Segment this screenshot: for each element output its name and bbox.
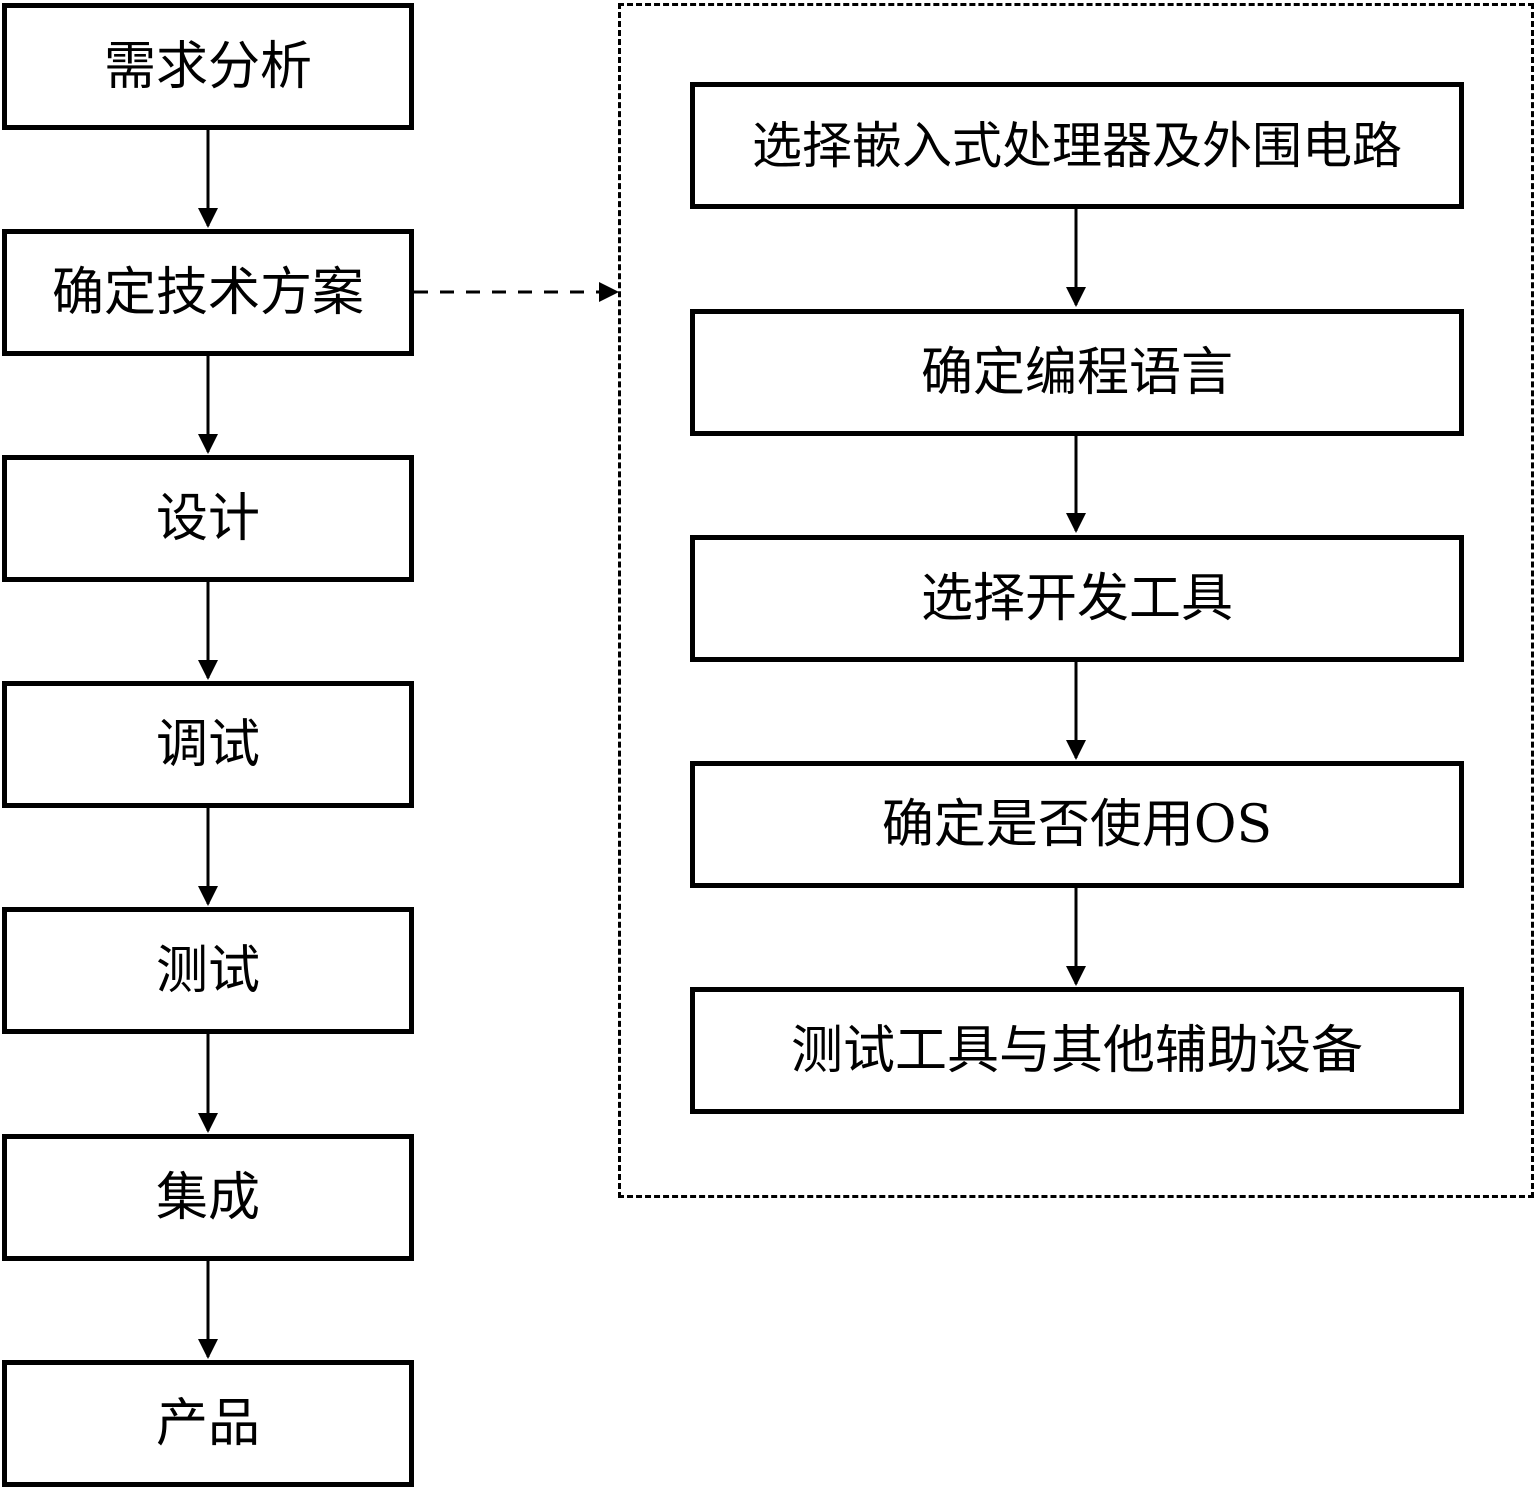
detail-step-os-decision: 确定是否使用OS: [690, 761, 1464, 888]
flow-step-label: 设计: [155, 488, 260, 549]
flow-step-label: 需求分析: [103, 36, 312, 97]
flow-step-design: 设计: [2, 455, 414, 582]
flow-step-label: 确定技术方案: [51, 262, 364, 323]
detail-step-label: 选择嵌入式处理器及外围电路: [752, 116, 1402, 175]
detail-step-development-tools: 选择开发工具: [690, 535, 1464, 662]
flow-step-label: 集成: [155, 1167, 260, 1228]
detail-step-label: 测试工具与其他辅助设备: [790, 1020, 1363, 1081]
detail-step-processor-selection: 选择嵌入式处理器及外围电路: [690, 82, 1464, 209]
flow-step-label: 测试: [155, 940, 260, 1001]
technical-scheme-details-frame: [618, 3, 1534, 1198]
detail-step-test-equipment: 测试工具与其他辅助设备: [690, 987, 1464, 1114]
flow-step-label: 调试: [155, 714, 260, 775]
detail-step-label: 选择开发工具: [920, 568, 1233, 629]
flow-step-testing: 测试: [2, 907, 414, 1034]
flow-step-integration: 集成: [2, 1134, 414, 1261]
detail-step-programming-language: 确定编程语言: [690, 309, 1464, 436]
detail-step-label: 确定编程语言: [920, 342, 1233, 403]
flow-step-product: 产品: [2, 1360, 414, 1487]
flow-step-technical-scheme: 确定技术方案: [2, 229, 414, 356]
flow-step-label: 产品: [155, 1393, 260, 1454]
flow-step-requirements-analysis: 需求分析: [2, 3, 414, 130]
detail-step-label: 确定是否使用OS: [881, 794, 1273, 855]
flow-step-debugging: 调试: [2, 681, 414, 808]
